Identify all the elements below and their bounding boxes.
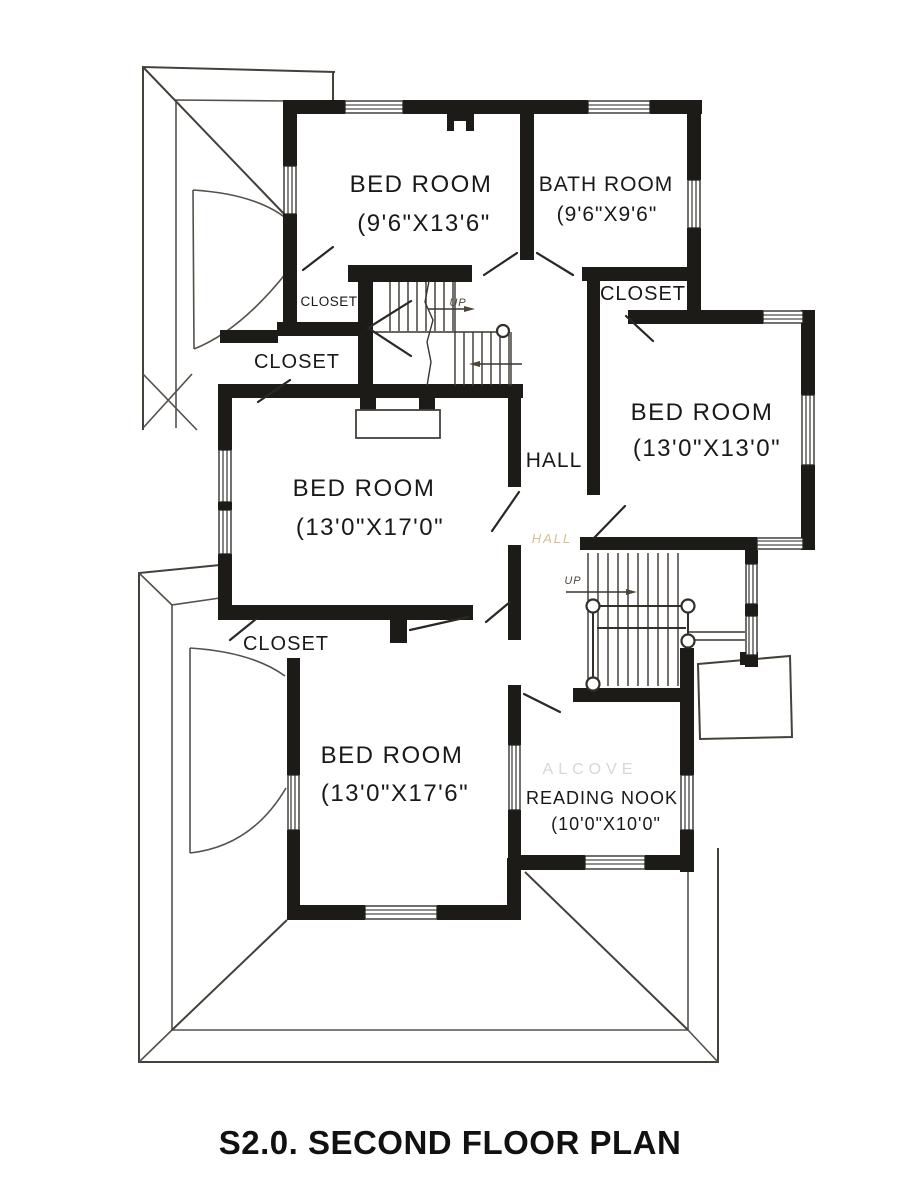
windows (218, 100, 815, 920)
room-dims-bedroom-bottom: (13'0"X17'6" (321, 780, 469, 807)
alcove-deck-outline (696, 654, 794, 741)
window (218, 509, 232, 555)
room-dims-reading-nook: (10'0"X10'0" (551, 814, 661, 834)
faint-hall-label: HALL (532, 531, 573, 546)
window (745, 615, 758, 656)
room-label-bedroom-center: BED ROOM (293, 475, 436, 502)
window (687, 179, 701, 229)
stairs-up-label-lower: UP (564, 575, 581, 587)
roof-outline-lower (138, 564, 719, 1063)
room-label-bedroom-top: BED ROOM (350, 171, 493, 198)
closet-label-right: CLOSET (600, 283, 686, 305)
cased-opening (508, 744, 521, 811)
room-label-hall: HALL (526, 449, 583, 472)
window (287, 774, 300, 831)
plan-title: S2.0. SECOND FLOOR PLAN (219, 1124, 682, 1161)
room-label-bathroom: BATH ROOM (539, 173, 674, 196)
walls (218, 100, 815, 920)
closet-label-bottom: CLOSET (243, 633, 329, 655)
window (283, 165, 297, 215)
room-dims-bedroom-top: (9'6"X13'6" (357, 210, 490, 237)
window (218, 449, 232, 503)
window (344, 100, 404, 114)
upper-staircase (373, 280, 522, 387)
room-dims-bathroom: (9'6"X9'6" (557, 203, 658, 226)
room-label-reading-nook: READING NOOK (526, 788, 678, 808)
window (364, 905, 438, 920)
faint-alcove-label: ALCOVE (543, 761, 638, 778)
roof-outline-top-left (142, 65, 336, 431)
door-swings (228, 245, 655, 714)
window (756, 537, 804, 550)
main-staircase (566, 553, 745, 692)
closet-label-upper-left: CLOSET (254, 351, 340, 373)
window (584, 855, 646, 870)
stairs-up-label-upper: UP (449, 297, 466, 309)
room-dims-bedroom-center: (13'0"X17'0" (296, 514, 444, 541)
room-label-bedroom-right: BED ROOM (631, 399, 774, 426)
window (801, 394, 815, 466)
room-dims-bedroom-right: (13'0"X13'0" (633, 435, 781, 462)
chimney (447, 114, 474, 131)
window (762, 310, 804, 324)
room-label-bedroom-bottom: BED ROOM (321, 742, 464, 769)
closet-label-bedroom-top: CLOSET (300, 294, 357, 309)
window (745, 563, 758, 605)
window (587, 100, 651, 114)
flue-box (355, 409, 441, 439)
window (680, 774, 694, 831)
